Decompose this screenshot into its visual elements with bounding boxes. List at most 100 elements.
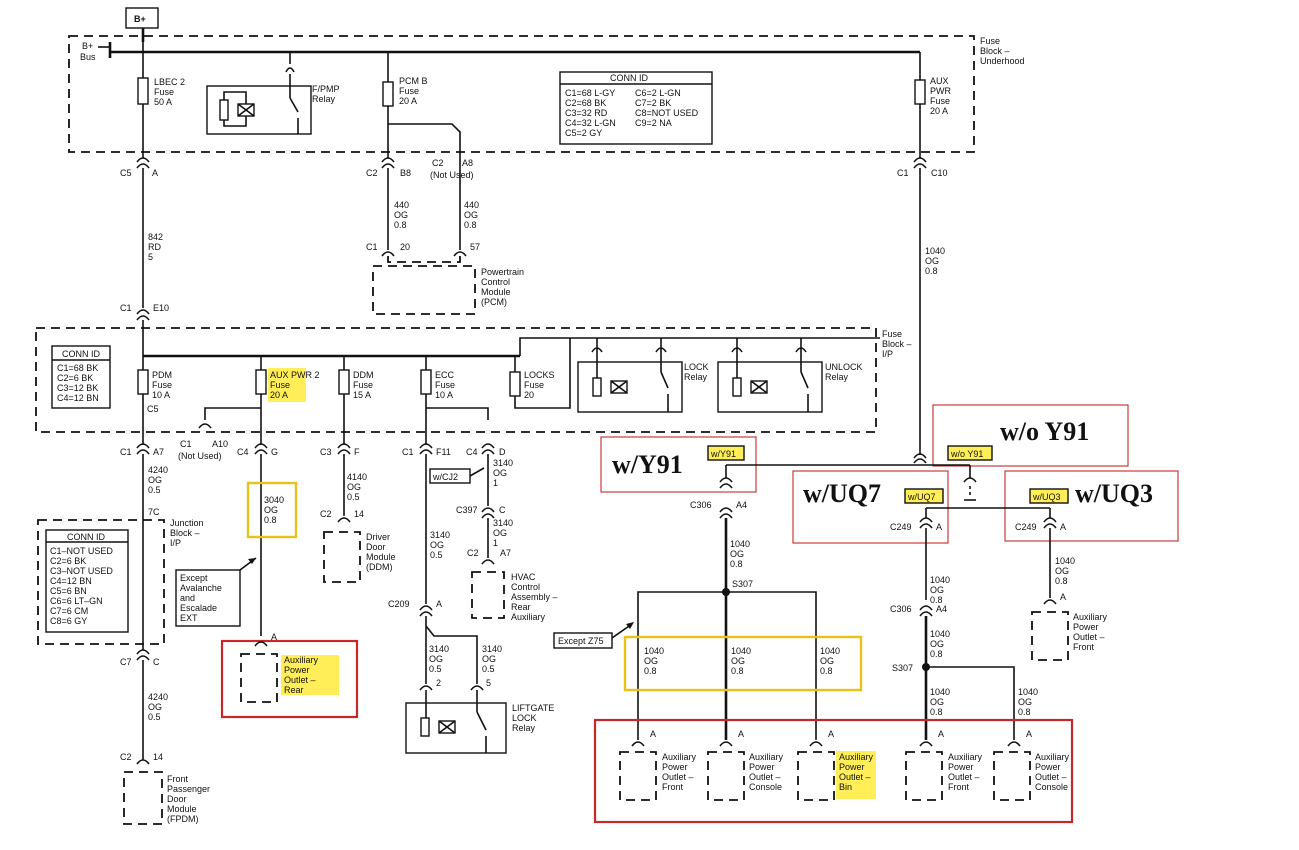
apo-label: Outlet – — [839, 772, 871, 782]
ip-conn-title: CONN ID — [62, 349, 101, 359]
auxpwr2-label: Fuse — [270, 380, 290, 390]
connector-label: C1 — [366, 242, 378, 252]
note-line: Avalanche — [180, 583, 222, 593]
wire-label: OG — [1055, 566, 1069, 576]
apo-rear-label: Rear — [284, 685, 304, 695]
wire-label: OG — [430, 540, 444, 550]
connector-label: E10 — [153, 303, 169, 313]
connector-label: A7 — [500, 548, 511, 558]
connector-label: C — [499, 505, 506, 515]
pdm-label: PDM — [152, 370, 172, 380]
ip-label: I/P — [882, 349, 893, 359]
ecc-label: 10 A — [435, 390, 453, 400]
bplus-bus-label-2: Bus — [80, 52, 96, 62]
apo-label: Power — [1073, 622, 1099, 632]
wire-label: 4240 — [148, 692, 168, 702]
connector-label: C2 — [366, 168, 378, 178]
note-line: and — [180, 593, 195, 603]
apo-label: Outlet – — [948, 772, 980, 782]
rear-outlet-red-box — [220, 639, 359, 719]
pcmb-label-3: 20 A — [399, 96, 417, 106]
junction-conn-row: C1–NOT USED — [50, 546, 113, 556]
connector-label: C1 — [402, 447, 414, 457]
pcm-label: Control — [481, 277, 510, 287]
wire-label: OG — [930, 585, 944, 595]
underhood-label-2: Block – — [980, 46, 1010, 56]
wire-label: 1040 — [925, 246, 945, 256]
fpdm-label: Front — [167, 774, 189, 784]
apo-rear-highlight — [281, 655, 339, 695]
pcmb-label-1: PCM B — [399, 76, 428, 86]
liftgate-label: LIFTGATE — [512, 703, 554, 713]
wire-label: 440 — [464, 200, 479, 210]
woy91-tag: w/o Y91 — [950, 449, 983, 459]
connector-label: C2 — [320, 509, 332, 519]
wire-label: RD — [148, 242, 161, 252]
apo-bin-module — [797, 751, 835, 801]
underhood-label-3: Underhood — [980, 56, 1025, 66]
pcm-label: Powertrain — [481, 267, 524, 277]
connector-label: C1 — [120, 447, 132, 457]
apo-front-module — [619, 751, 657, 801]
connector-label: C1 — [120, 303, 132, 313]
wuq3-red-box — [1004, 470, 1179, 542]
wire-label: OG — [429, 654, 443, 664]
wire-label: OG — [482, 654, 496, 664]
note-line: EXT — [180, 613, 198, 623]
wire-label: 5 — [148, 252, 153, 262]
wire-label: 440 — [394, 200, 409, 210]
aux-fuse-label: Fuse — [930, 96, 950, 106]
three-wire-yellow-box — [623, 635, 863, 692]
junction-block — [37, 519, 165, 645]
lock-relay-label: Relay — [684, 372, 708, 382]
junction-conn-row: C8=6 GY — [50, 616, 87, 626]
apo-rear-label: Outlet – — [284, 675, 316, 685]
connector-label: C2 — [120, 752, 132, 762]
wire-label: OG — [731, 656, 745, 666]
apo-rear-label: Auxiliary — [284, 655, 319, 665]
apo-console-2-module — [993, 751, 1031, 801]
apo-label: Bin — [839, 782, 852, 792]
hvac-label: Assembly – — [511, 592, 558, 602]
apo-label: Power — [662, 762, 688, 772]
lock-relay-label: LOCK — [684, 362, 709, 372]
wire-label: OG — [930, 639, 944, 649]
pdm-label: Fuse — [152, 380, 172, 390]
wcj2-label: w/CJ2 — [432, 472, 458, 482]
connector-label: A8 — [462, 158, 473, 168]
auxpwr2-label: 20 A — [270, 390, 288, 400]
apo-label: Front — [662, 782, 684, 792]
wire-label: 0.8 — [264, 515, 277, 525]
connector-label: A — [436, 599, 442, 609]
wire-label: 1040 — [731, 646, 751, 656]
apo-label: Auxiliary — [948, 752, 983, 762]
wire-label: 3140 — [493, 458, 513, 468]
pin-label: A — [938, 729, 944, 739]
apo-label: Auxiliary — [1073, 612, 1108, 622]
fpdm-label: Module — [167, 804, 197, 814]
pdm-label: 10 A — [152, 390, 170, 400]
pin-label: A — [1026, 729, 1032, 739]
wire-label: 0.8 — [820, 666, 833, 676]
wire-label: 0.5 — [148, 485, 161, 495]
pin-label: A — [1060, 592, 1066, 602]
wire-label: OG — [148, 702, 162, 712]
wire-label: OG — [930, 697, 944, 707]
lbec2-label-2: Fuse — [154, 87, 174, 97]
wire-label: 0.8 — [930, 707, 943, 717]
note-line: Except — [180, 573, 208, 583]
connector-label: (Not Used) — [178, 451, 222, 461]
wire-label: 1040 — [820, 646, 840, 656]
wy91-big-label: w/Y91 — [612, 450, 683, 479]
wire-label: 0.8 — [644, 666, 657, 676]
connector-label: C2 — [467, 548, 479, 558]
apo-bin-highlight — [836, 751, 876, 799]
pdm-connector: C5 — [147, 404, 159, 414]
apo-label: Auxiliary — [749, 752, 784, 762]
aux-fuse-label: PWR — [930, 86, 951, 96]
wire-label: 7C — [148, 507, 160, 517]
underhood-conn-row: C3=32 RD — [565, 108, 608, 118]
connector-label: C249 — [890, 522, 912, 532]
connector-label: C1 — [897, 168, 909, 178]
